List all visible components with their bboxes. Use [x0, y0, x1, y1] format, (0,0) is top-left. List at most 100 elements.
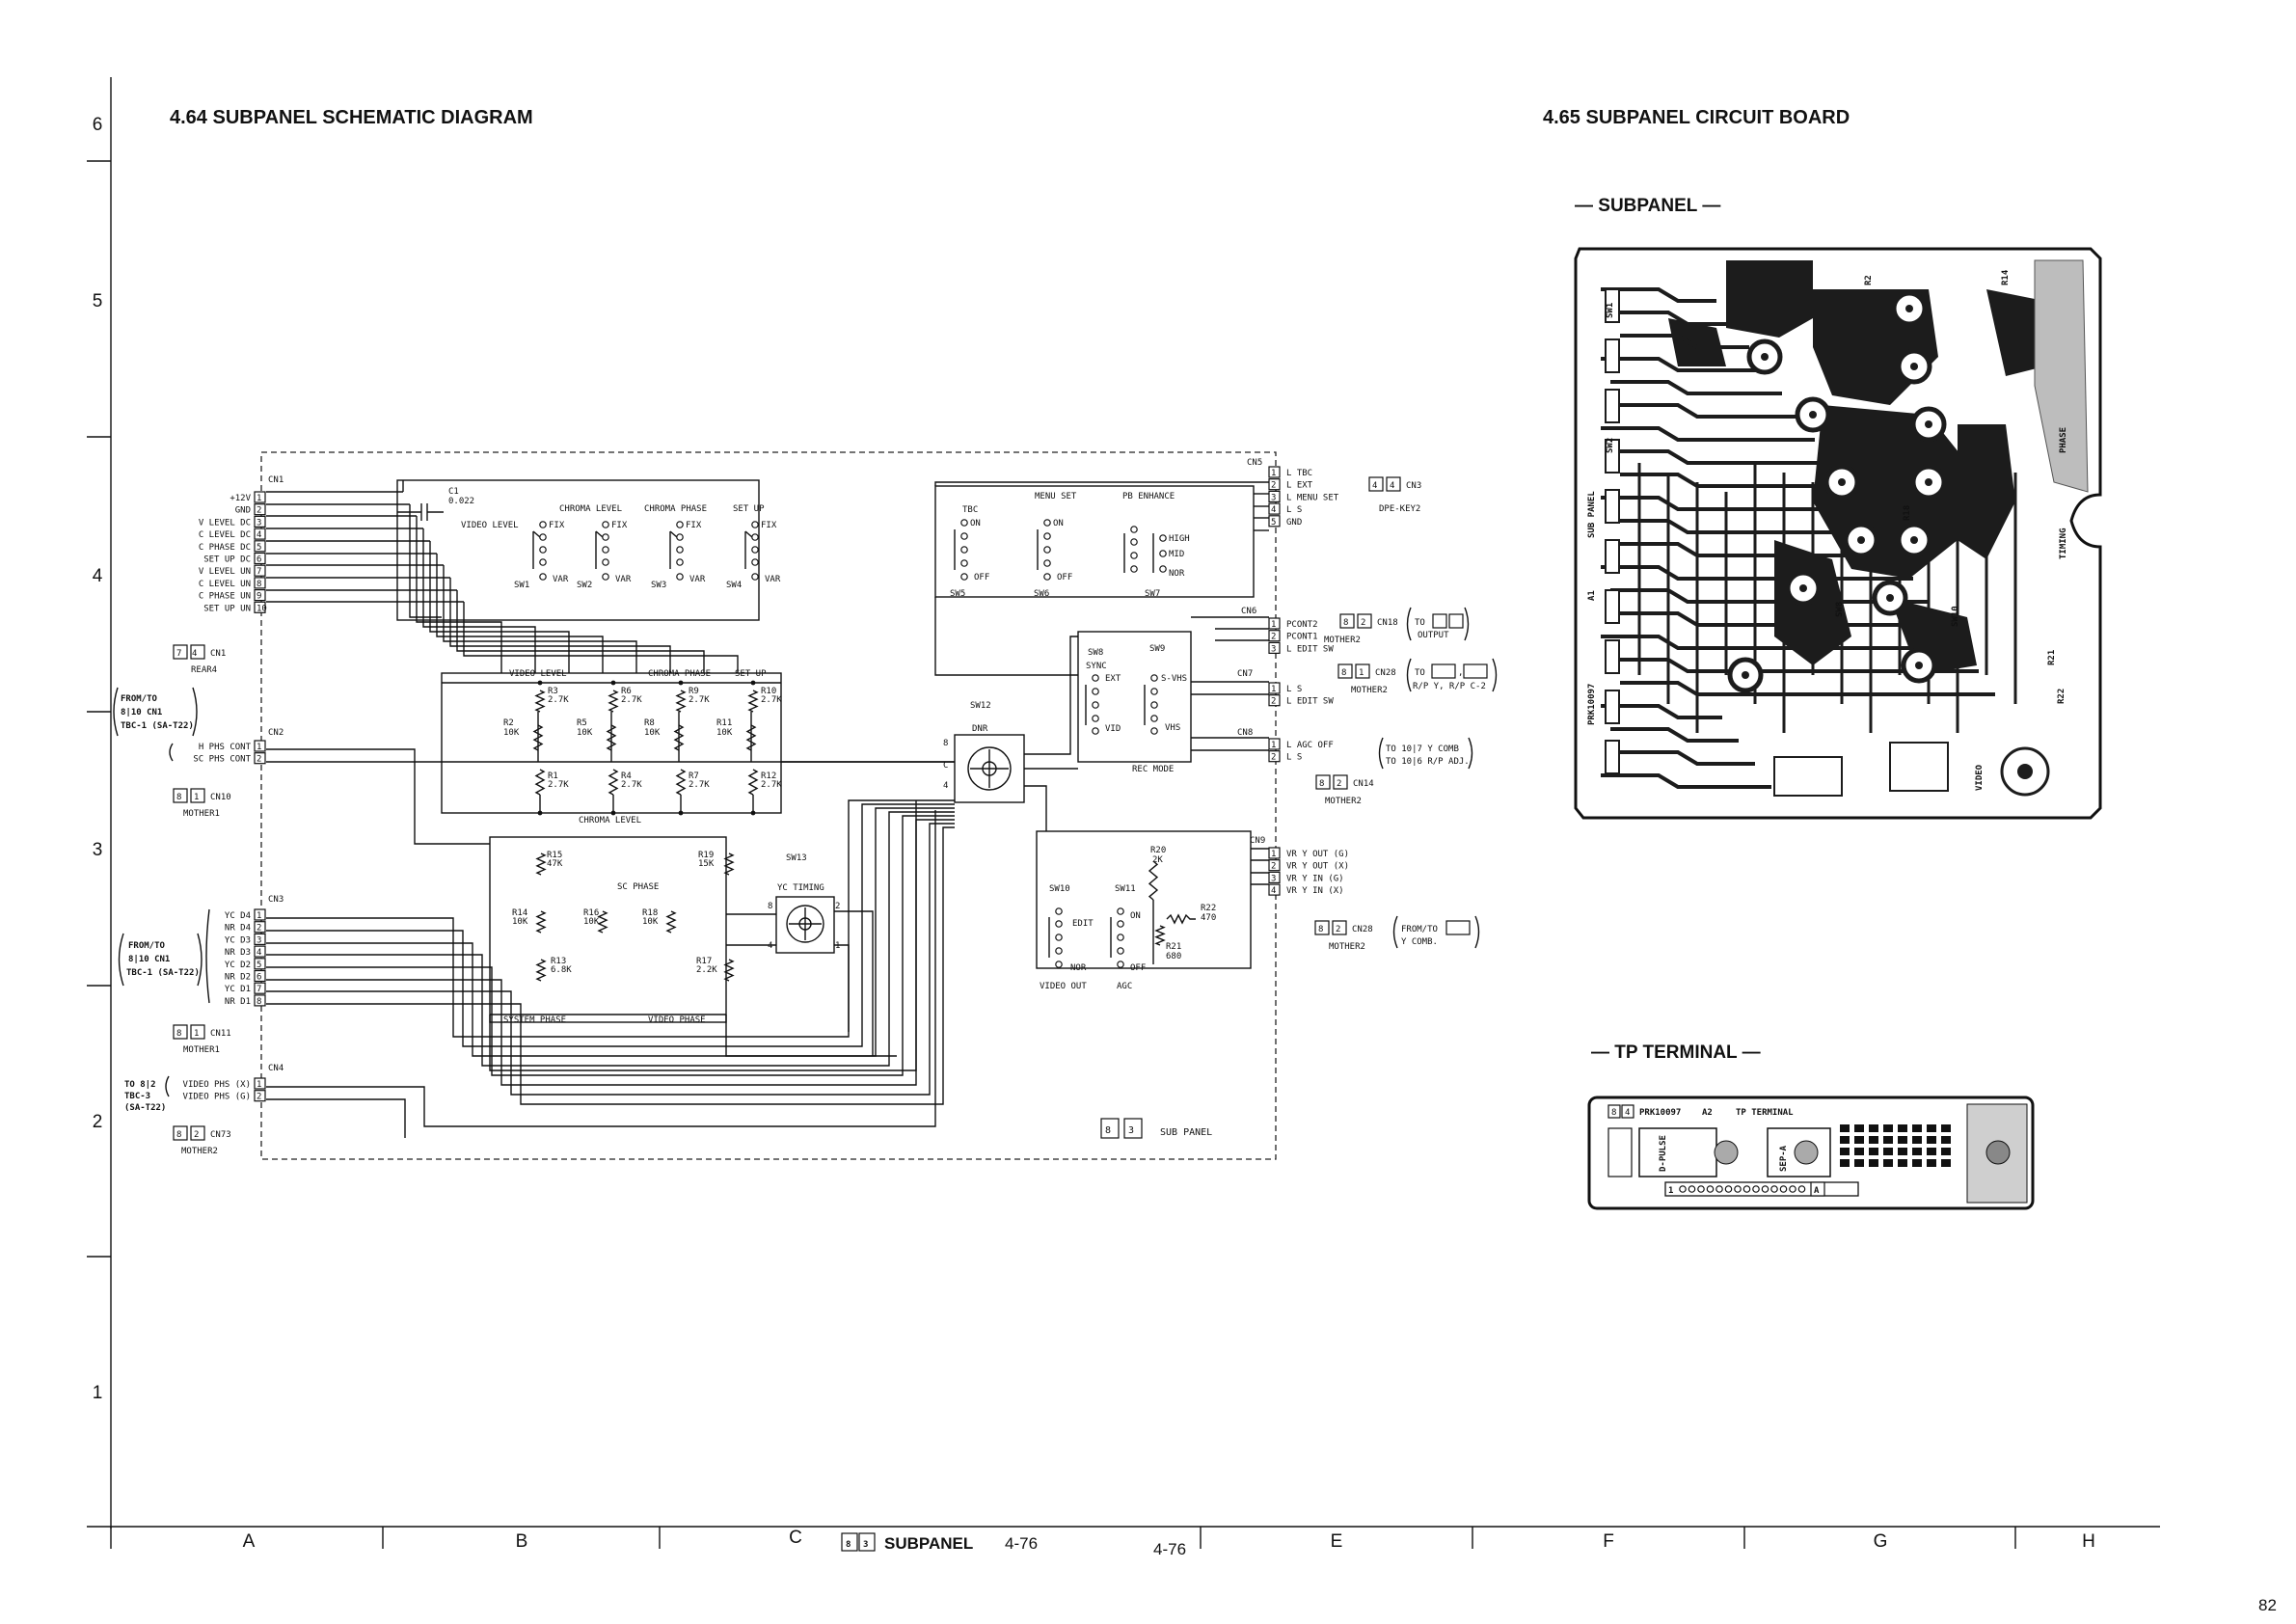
cn8-ref-sub: MOTHER2 [1325, 797, 1362, 806]
cn8-label: CN8 [1237, 728, 1253, 738]
svg-text:VIDEO LEVEL: VIDEO LEVEL [509, 669, 567, 679]
svg-text:15K: 15K [698, 859, 715, 869]
svg-text:R/P Y, R/P C-2: R/P Y, R/P C-2 [1413, 682, 1486, 691]
connector-pin: 9 C PHASE UN [199, 588, 266, 602]
svg-text:VAR: VAR [765, 575, 781, 584]
pin-number: 2 [257, 924, 261, 934]
cn2-from-sub: TBC-1 (SA-T22) [121, 721, 194, 731]
cn8-note2: TO 10|6 R/P ADJ. [1386, 757, 1470, 767]
svg-text:7: 7 [176, 649, 181, 659]
cn3-label: CN3 [268, 895, 284, 905]
pin-number: 4 [1271, 505, 1276, 515]
svg-text:R5: R5 [577, 718, 587, 728]
pin-number: 4 [257, 948, 261, 958]
svg-text:TO: TO [1415, 618, 1425, 628]
pin-signal: L S [1286, 753, 1302, 763]
svg-text:8: 8 [1318, 925, 1323, 934]
svg-text:EDIT: EDIT [1072, 919, 1094, 929]
svg-text:CN28: CN28 [1375, 668, 1396, 678]
svg-text:SW4: SW4 [726, 581, 742, 590]
svg-text:2.2K: 2.2K [696, 965, 717, 975]
svg-text:2.7K: 2.7K [761, 695, 782, 705]
board-component-label: SW2 [1606, 438, 1615, 453]
board-component-label: R18 [1903, 505, 1912, 521]
col-label: B [516, 1531, 528, 1552]
svg-text:NOR: NOR [1070, 963, 1087, 973]
svg-text:8: 8 [1611, 1108, 1616, 1118]
connector-pin: 8NR D1 [225, 994, 266, 1007]
svg-text:470: 470 [1201, 913, 1216, 923]
svg-text:VID: VID [1105, 724, 1121, 734]
cn4-to-sub2: (SA-T22) [124, 1103, 166, 1113]
pin-number: 9 [257, 592, 261, 602]
pin-number: 6 [257, 973, 261, 983]
svg-text:2.7K: 2.7K [761, 780, 782, 790]
svg-text:8: 8 [1343, 618, 1348, 628]
svg-text:MID: MID [1169, 550, 1184, 559]
row-label: 2 [93, 1112, 103, 1132]
svg-text:R4: R4 [621, 771, 632, 781]
row-label: 3 [93, 840, 103, 860]
svg-text:FIX: FIX [761, 521, 777, 530]
pin-number: 3 [257, 518, 261, 528]
pin-signal: YC D4 [225, 911, 251, 921]
tp-board-name: TP TERMINAL [1736, 1108, 1794, 1118]
pin-number: 10 [257, 604, 267, 613]
svg-text:3: 3 [1128, 1125, 1134, 1136]
col-label: E [1331, 1531, 1343, 1552]
svg-text:1: 1 [194, 793, 199, 802]
switch-bank-sw5-sw7: MENU SET PB ENHANCE TBC ONOFFONOFFHIGHMI… [934, 485, 1255, 599]
pin-signal: C LEVEL DC [199, 530, 251, 540]
svg-text:SW1: SW1 [514, 581, 529, 590]
pin-number: 1 [1271, 620, 1276, 630]
svg-text:CN10: CN10 [210, 793, 231, 802]
svg-text:FIX: FIX [611, 521, 628, 530]
footer-section: SUBPANEL [884, 1534, 973, 1553]
svg-text:VIDEO LEVEL: VIDEO LEVEL [461, 521, 519, 530]
svg-text:OFF: OFF [1130, 963, 1146, 973]
pin-signal: NR D2 [225, 973, 251, 983]
board-component-label: R2 [1864, 275, 1874, 285]
pin-number: 8 [257, 997, 261, 1007]
svg-text:ON: ON [970, 519, 981, 528]
switch-sw8-sw9: SW8 SYNC EXT VID SW9 S-VHS VHS REC MODE [1077, 631, 1192, 774]
grid-frame: 6 5 4 3 2 1 A B C E F G H [87, 77, 2160, 1552]
svg-text:8: 8 [176, 1029, 181, 1039]
row-label: 5 [93, 291, 103, 311]
pin-signal: V LEVEL UN [199, 567, 251, 577]
connector-pin: 7YC D1 [225, 982, 266, 994]
pin-number: 1 [257, 494, 261, 503]
tp-terminal-heading: — TP TERMINAL — [1591, 1042, 1761, 1063]
svg-text:8: 8 [176, 793, 181, 802]
pin-signal: SET UP UN [203, 604, 251, 613]
switch-sw10-sw11: SW10 EDIT NOR VIDEO OUT SW11 ON OFF AGC … [1036, 830, 1252, 991]
pin-signal: C PHASE UN [199, 592, 251, 602]
pin-number: 8 [257, 580, 261, 589]
svg-text:2.7K: 2.7K [548, 695, 569, 705]
svg-text:AGC: AGC [1117, 982, 1132, 991]
svg-text:EXT: EXT [1105, 674, 1121, 684]
pin-number: 1 [1271, 685, 1276, 694]
svg-text:8: 8 [1105, 1125, 1111, 1136]
pin-number: 2 [1271, 862, 1276, 872]
svg-text:S-VHS: S-VHS [1161, 674, 1187, 684]
svg-text:SW9: SW9 [1149, 644, 1165, 654]
svg-text:R1: R1 [548, 771, 558, 781]
cn4-ref-sub: MOTHER2 [181, 1147, 218, 1156]
